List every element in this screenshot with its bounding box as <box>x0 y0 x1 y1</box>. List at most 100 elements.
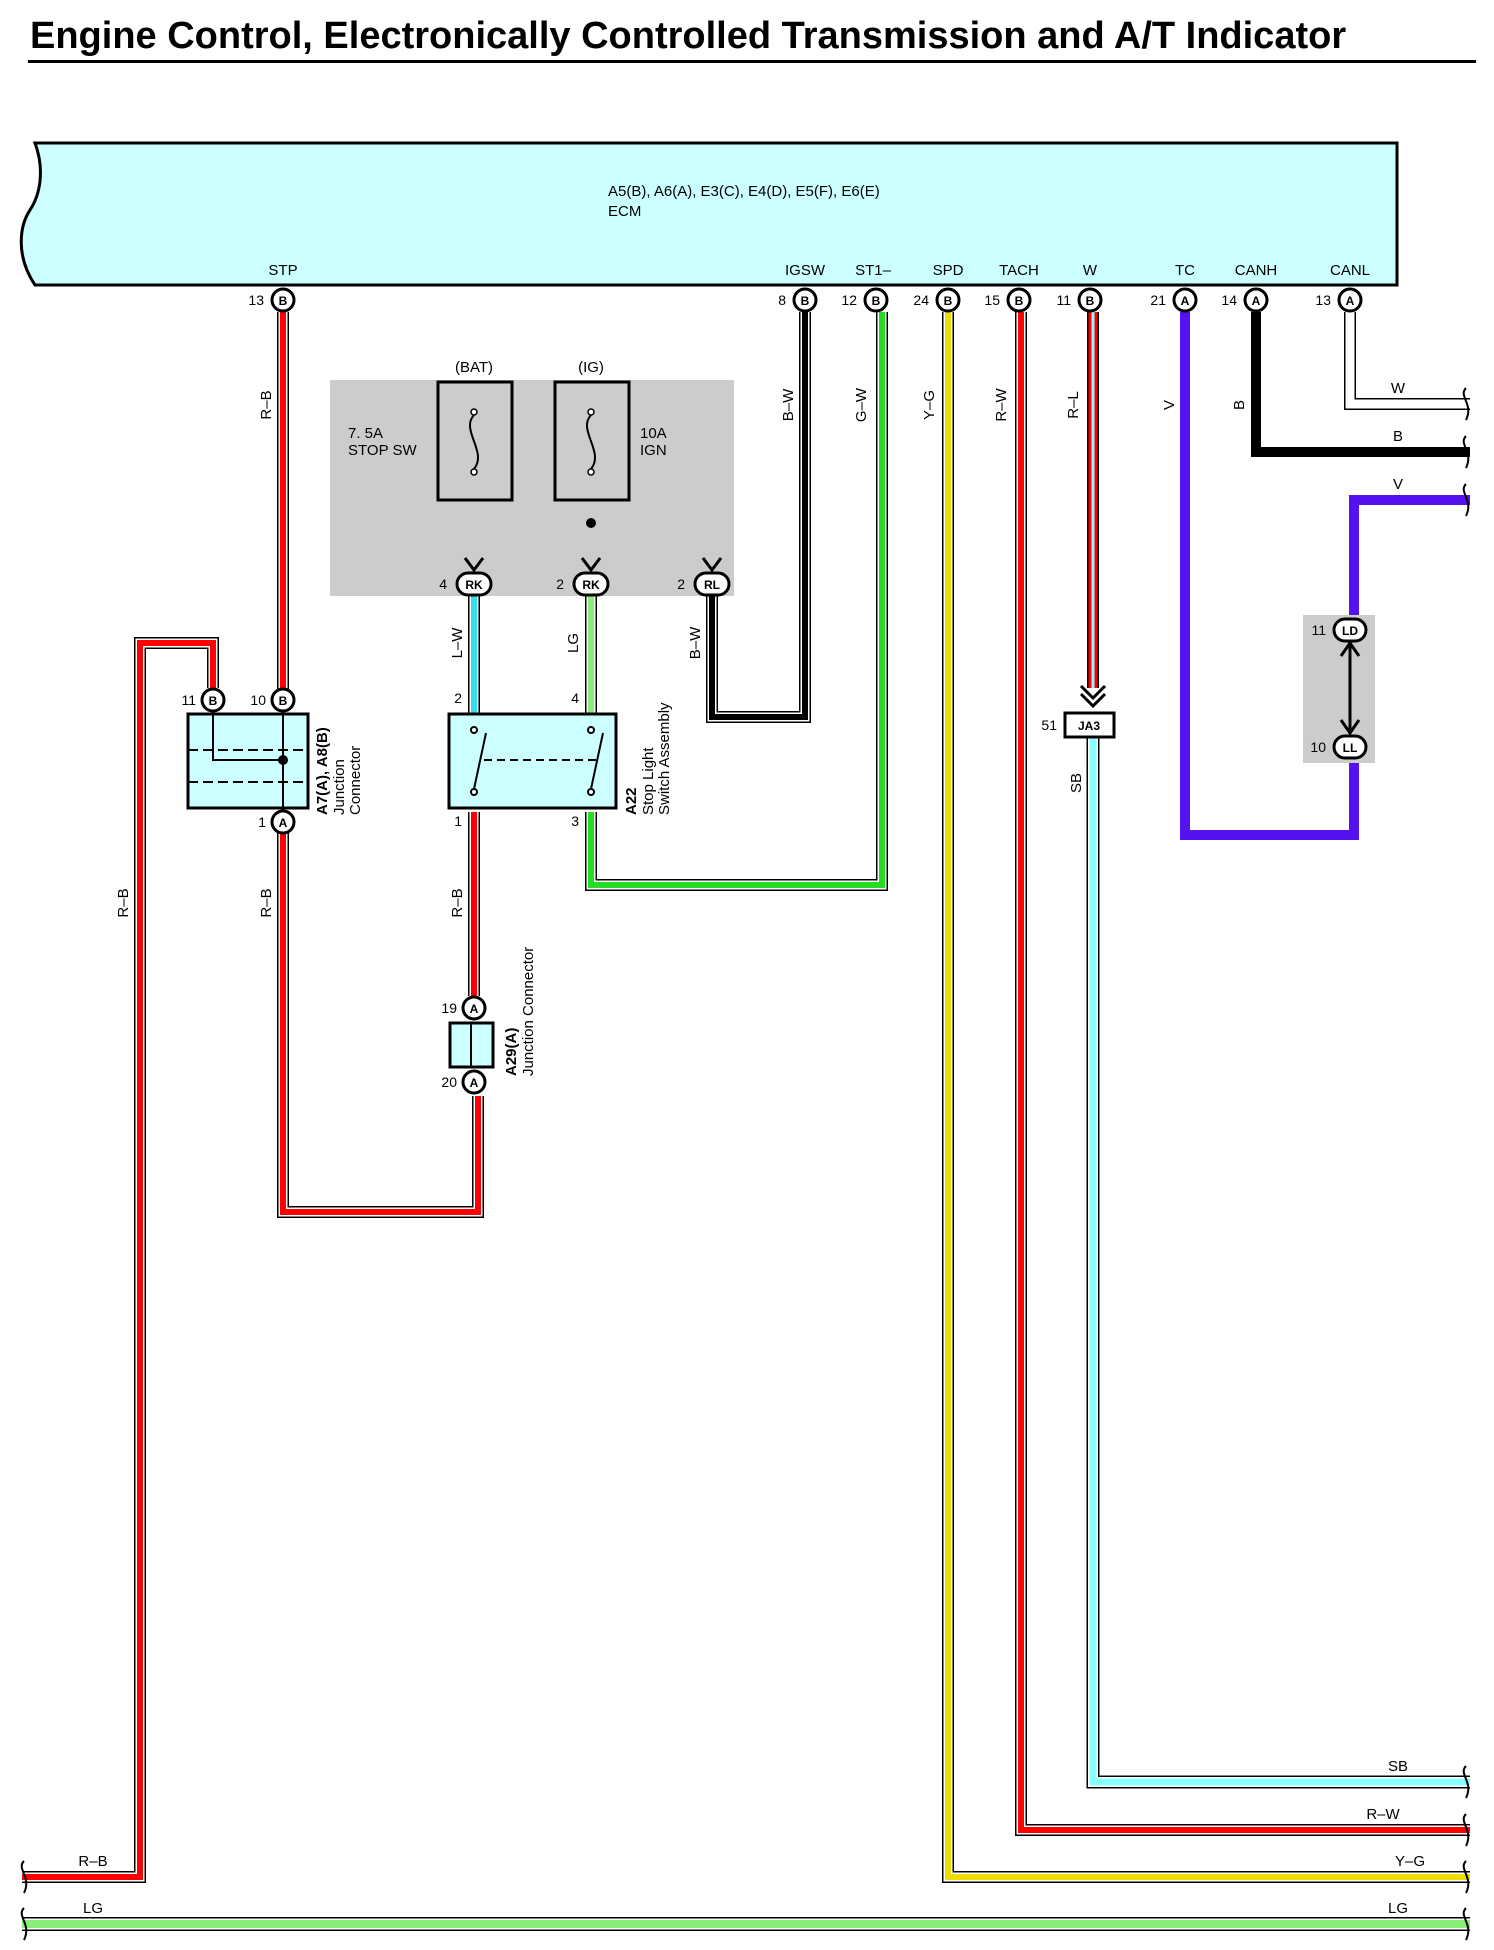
ecm-terminal-pin-2: 12 <box>841 292 857 308</box>
fuse-pin-num-0: 4 <box>439 576 447 592</box>
canl-conn-pin-1: 10 <box>1310 739 1326 755</box>
canl-conn-pin-0: 11 <box>1311 622 1326 638</box>
fuse-supply-1: (IG) <box>578 359 604 376</box>
wire-canl-outline <box>1344 312 1470 410</box>
wire-spd-core <box>945 312 1470 1880</box>
fuse-supply-0: (BAT) <box>455 359 493 376</box>
fuse-arrow-2 <box>701 557 723 573</box>
ecm-terminal-conn-0-ring <box>270 287 296 313</box>
a22-contact-1a <box>470 726 478 734</box>
wire-label-bottom-yg: Y–G <box>1395 1853 1425 1870</box>
canl-conn-pill-1-body <box>1332 734 1368 760</box>
ecm-terminal-label-3: SPD <box>933 262 964 279</box>
wire-label-a7-down: R–B <box>258 888 275 917</box>
a7-pin-conn-0-ring <box>200 687 226 713</box>
wire-canl-core <box>1347 312 1470 407</box>
wire-sb <box>1086 738 1470 1789</box>
ecm-terminal-conn-0-letter: B <box>279 294 288 308</box>
wire-label-ign-out: LG <box>565 633 582 653</box>
ecm-terminal-conn-5-letter: B <box>1086 294 1095 308</box>
fuse-body-0 <box>436 380 514 502</box>
a29-code: A29(A) <box>503 1028 520 1076</box>
ecm-terminal-conn-7: A <box>1243 287 1269 313</box>
a29-pin-conn-1-letter: A <box>470 1076 479 1090</box>
wire-label-spd: Y–G <box>921 390 938 420</box>
canl-conn-pill-1: LL <box>1332 734 1368 760</box>
fuse-rating-1: 10A <box>640 425 667 442</box>
ecm-terminal-conn-7-ring <box>1243 287 1269 313</box>
wire-igsw <box>706 312 811 723</box>
wire-label-switch-down: R–B <box>449 888 466 917</box>
wire-label-bottom-lg-left: LG <box>83 1900 103 1917</box>
a22-line3: Switch Assembly <box>656 702 673 815</box>
a29-line2: Junction Connector <box>520 947 537 1076</box>
fuse-box <box>330 380 734 596</box>
a7-pin-conn-1-letter: B <box>279 694 288 708</box>
a7-line3: Connector <box>347 746 364 815</box>
ecm-terminal-conn-6: A <box>1172 287 1198 313</box>
wire-label-w: R–L <box>1065 391 1082 419</box>
fuse-pin-num-2: 2 <box>677 576 685 592</box>
ecm-terminal-conn-2-ring <box>863 287 889 313</box>
a22-contact-1b <box>470 788 478 796</box>
a22-line2: Stop Light <box>640 747 657 815</box>
wire-label-right-canh: B <box>1393 428 1403 445</box>
a7-pin-conn-1: B <box>270 687 296 713</box>
a22-blade-2 <box>590 732 604 790</box>
a7-pin-conn-0: B <box>200 687 226 713</box>
fuse-rating-0: 7. 5A <box>348 425 383 442</box>
wire-label-bottom-sb: SB <box>1388 1758 1408 1775</box>
a22-pin-0: 2 <box>454 690 462 706</box>
a29-pin-conn-1-ring <box>461 1069 487 1095</box>
fuse-top-contact-0 <box>470 408 478 416</box>
wire-left-long-gap <box>22 638 218 1882</box>
canl-conn-arrow-down <box>1339 719 1361 736</box>
fuse-pin-conn-1-body <box>572 571 610 597</box>
fuse-body-1 <box>553 380 631 502</box>
fuse-pin-conn-0: RK <box>455 571 493 597</box>
ecm-terminal-pin-8: 13 <box>1315 292 1331 308</box>
ecm-connectors: A5(B), A6(A), E3(C), E4(D), E5(F), E6(E) <box>608 183 880 200</box>
wire-tach <box>1015 312 1470 1836</box>
canl-conn-arrow-up <box>1339 640 1361 657</box>
wire-label-tc: V <box>1161 400 1178 410</box>
a29-pin-conn-0: A <box>461 995 487 1021</box>
wire-left-long-core <box>22 640 216 1880</box>
a7-code: A7(A), A8(B) <box>314 727 331 815</box>
ecm-terminal-conn-6-letter: A <box>1181 294 1190 308</box>
ja3-arrow-1 <box>1079 684 1107 701</box>
left-break-0 <box>20 1860 28 1894</box>
canl-conn-pill-0-body <box>1332 617 1368 643</box>
ecm-terminal-label-2: ST1– <box>855 262 892 279</box>
a22-contact-2b <box>587 788 595 796</box>
a7-pin-conn-2-ring <box>270 809 296 835</box>
ja3-body <box>1063 711 1116 739</box>
ecm-name: ECM <box>608 203 641 220</box>
ecm-terminal-label-7: CANH <box>1235 262 1278 279</box>
a7-pin-num-0: 11 <box>181 692 196 708</box>
ecm-terminal-conn-1: B <box>792 287 818 313</box>
fuse-arrow-0 <box>463 557 485 573</box>
ecm-terminal-label-5: W <box>1083 262 1098 279</box>
wire-left-long-outline <box>22 637 219 1883</box>
wire-tach-core <box>1018 312 1470 1833</box>
wire-label-canh: B <box>1231 400 1248 410</box>
fuse-bottom-contact-0 <box>470 468 478 476</box>
a29-pin-conn-0-ring <box>461 995 487 1021</box>
left-break-1 <box>20 1907 28 1941</box>
wire-spd <box>942 312 1470 1883</box>
canl-conn-pill-0: LD <box>1332 617 1368 643</box>
wire-label-rl-out: B–W <box>687 626 704 659</box>
a22-pin-2: 1 <box>454 813 462 829</box>
fuse-pin-num-1: 2 <box>556 576 564 592</box>
right-break-6 <box>1462 1907 1470 1941</box>
wire-label-left-long: R–B <box>115 888 132 917</box>
ecm-terminal-conn-0: B <box>270 287 296 313</box>
ja3-label: JA3 <box>1078 719 1100 733</box>
ecm-terminal-conn-5: B <box>1077 287 1103 313</box>
ecm-terminal-label-8: CANL <box>1330 262 1370 279</box>
ecm-terminal-pin-1: 8 <box>778 292 786 308</box>
fuse-pin-conn-0-body <box>455 571 493 597</box>
ecm-terminal-conn-2: B <box>863 287 889 313</box>
wire-label-tach: R–W <box>993 387 1010 421</box>
